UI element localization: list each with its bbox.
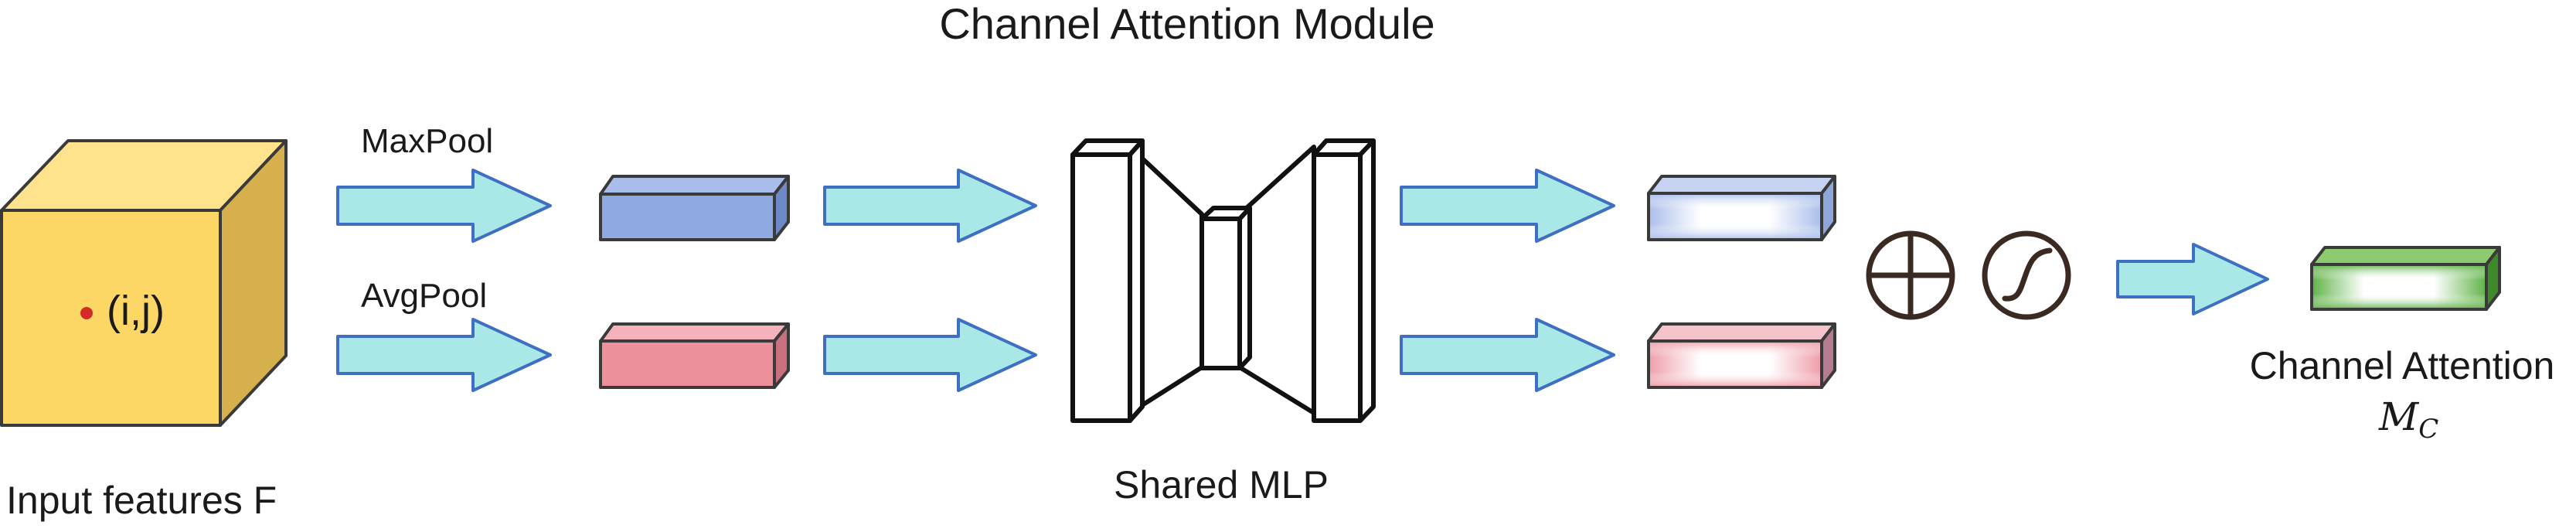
shared-mlp-label: Shared MLP <box>1114 463 1329 506</box>
maxpool-label: MaxPool <box>361 122 493 160</box>
mlp-output-avg-glow <box>1649 341 1822 387</box>
mlp-output-max-glow <box>1649 193 1822 240</box>
circled-plus-icon <box>1866 230 1955 320</box>
avgpool-vector <box>599 322 790 389</box>
channel-attention-symbol: MC <box>2378 394 2438 445</box>
attention-vector-top <box>2310 246 2501 266</box>
arrow-avgpool-in <box>336 318 552 392</box>
attention-vector-glow <box>2312 264 2486 309</box>
maxpool-vector-front <box>599 193 776 241</box>
input-feature-cube <box>0 139 288 427</box>
mlp-output-max-top <box>1647 175 1836 195</box>
cube-front-face <box>0 209 222 427</box>
arrow-mlp-to-avgpool-out <box>1400 318 1615 392</box>
mlp-input-layer <box>1070 152 1132 423</box>
feature-point-label: (i,j) <box>107 288 165 334</box>
flow-arrows <box>336 169 2269 392</box>
symbol-subscript: C <box>2418 414 2438 445</box>
channel-attention-label: Channel Attention <box>2250 344 2555 387</box>
avgpool-label: AvgPool <box>361 277 487 315</box>
maxpool-vector <box>599 175 790 241</box>
arrow-maxpool-to-mlp <box>823 169 1037 243</box>
avgpool-vector-front <box>599 339 776 389</box>
feature-point-marker <box>80 307 93 319</box>
mlp-output-vector-max <box>1647 175 1836 241</box>
channel-attention-vector <box>2310 246 2501 311</box>
arrow-maxpool-in <box>336 169 552 243</box>
maxpool-vector-top <box>599 175 790 196</box>
mlp-output-layer <box>1312 152 1363 423</box>
sigmoid-icon <box>1982 230 2071 320</box>
arrow-avgpool-to-mlp <box>823 318 1037 392</box>
symbol-main: M <box>2378 394 2420 439</box>
diagram-title: Channel Attention Module <box>939 0 1434 48</box>
mlp-output-max-outline <box>1647 192 1823 241</box>
mlp-output-avg-top <box>1647 322 1836 343</box>
attention-vector-outline <box>2310 263 2488 311</box>
avgpool-vector-top <box>599 322 790 343</box>
shared-mlp <box>1070 138 1376 423</box>
mlp-hidden-layer <box>1200 217 1242 370</box>
mlp-output-vector-avg <box>1647 322 1836 389</box>
arrow-mlp-to-maxpool-out <box>1400 169 1615 243</box>
arrow-to-output <box>2116 243 2269 315</box>
input-features-label: Input features F <box>6 479 277 522</box>
mlp-output-avg-outline <box>1647 339 1823 389</box>
